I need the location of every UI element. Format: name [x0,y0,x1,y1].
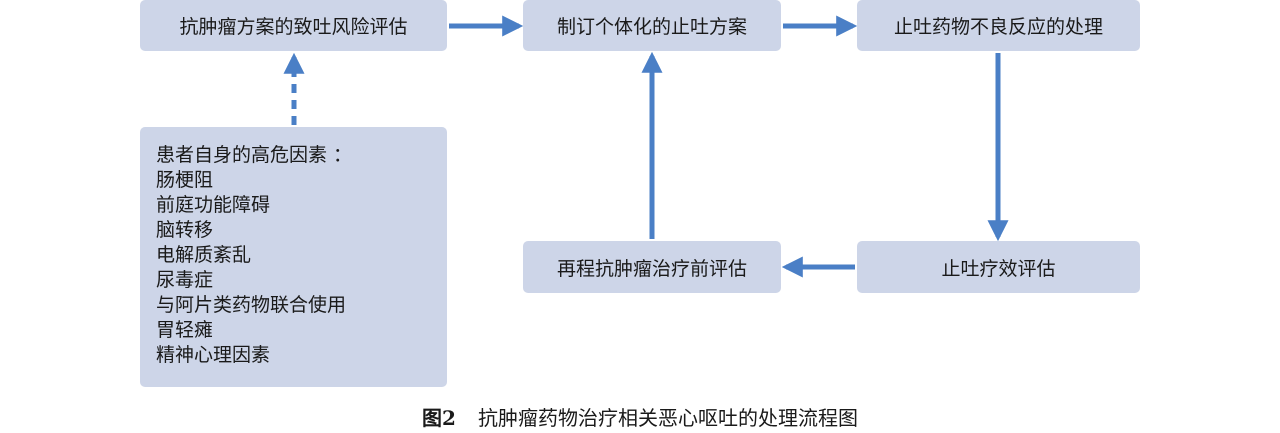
pre-treatment-eval-box: 再程抗肿瘤治疗前评估 [523,241,781,293]
individual-plan-box: 制订个体化的止吐方案 [523,0,781,51]
risk-factor-item: 电解质紊乱 [156,244,252,266]
figure-number: 图2 [422,406,456,430]
adverse-reaction-box: 止吐药物不良反应的处理 [857,0,1140,51]
risk-factor-item: 精神心理因素 [156,344,271,366]
risk-factors-list: 肠梗阻 前庭功能障碍 脑转移 电解质紊乱 尿毒症 与阿片类药物联合使用 胃轻瘫 … [156,168,447,368]
efficacy-eval-box: 止吐疗效评估 [857,241,1140,293]
risk-factor-item: 肠梗阻 [156,169,214,191]
risk-factor-item: 脑转移 [156,219,214,241]
risk-factors-title: 患者自身的高危因素 ： [156,144,353,166]
figure-caption: 图2 抗肿瘤药物治疗相关恶心呕吐的处理流程图 [0,402,1280,431]
risk-factor-item: 前庭功能障碍 [156,194,271,216]
risk-assessment-box: 抗肿瘤方案的致吐风险评估 [140,0,447,51]
risk-factor-item: 胃轻瘫 [156,319,214,341]
risk-factor-item: 尿毒症 [156,269,214,291]
figure-caption-text: 抗肿瘤药物治疗相关恶心呕吐的处理流程图 [477,406,858,430]
risk-factor-item: 与阿片类药物联合使用 [156,294,347,316]
risk-factors-box: 患者自身的高危因素 ： 肠梗阻 前庭功能障碍 脑转移 电解质紊乱 尿毒症 与阿片… [140,127,447,387]
